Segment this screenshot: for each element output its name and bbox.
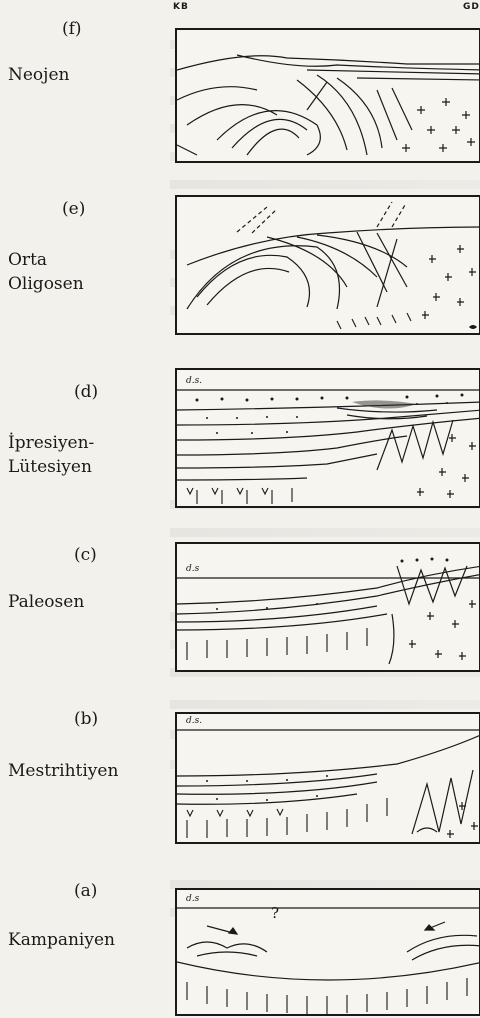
stage-d-cross-section	[177, 370, 480, 508]
stage-f-letter: (f)	[62, 18, 82, 41]
stage-d-period-line1: İpresiyen-	[8, 432, 94, 455]
stage-d-letter: (d)	[74, 381, 98, 404]
stage-b-panel: d.s.	[175, 712, 480, 844]
stage-c-letter: (c)	[74, 544, 97, 567]
stage-d-panel: d.s.	[175, 368, 480, 508]
stage-a-letter: (a)	[74, 880, 97, 903]
stage-f-cross-section	[177, 30, 480, 163]
stage-f-panel	[175, 28, 480, 163]
stage-e-letter: (e)	[62, 198, 85, 221]
stage-f-period: Neojen	[8, 64, 69, 87]
orientation-right: GD	[463, 2, 480, 12]
stage-c-panel: d.s	[175, 542, 480, 672]
stage-e-panel	[175, 195, 480, 335]
stage-b-letter: (b)	[74, 708, 98, 731]
stage-e-period-line2: Oligosen	[8, 273, 84, 296]
stage-c-cross-section	[177, 544, 480, 672]
stage-c-period: Paleosen	[8, 591, 84, 614]
orientation-left: KB	[173, 2, 189, 12]
stage-b-period: Mestrihtiyen	[8, 760, 118, 783]
stage-e-period-line1: Orta	[8, 249, 47, 272]
stage-a-period: Kampaniyen	[8, 929, 115, 952]
stage-b-cross-section	[177, 714, 480, 844]
stage-d-period-line2: Lütesiyen	[8, 456, 92, 479]
stage-a-cross-section	[177, 890, 480, 1016]
stage-e-cross-section	[177, 197, 480, 335]
stage-a-panel: d.s ?	[175, 888, 480, 1016]
